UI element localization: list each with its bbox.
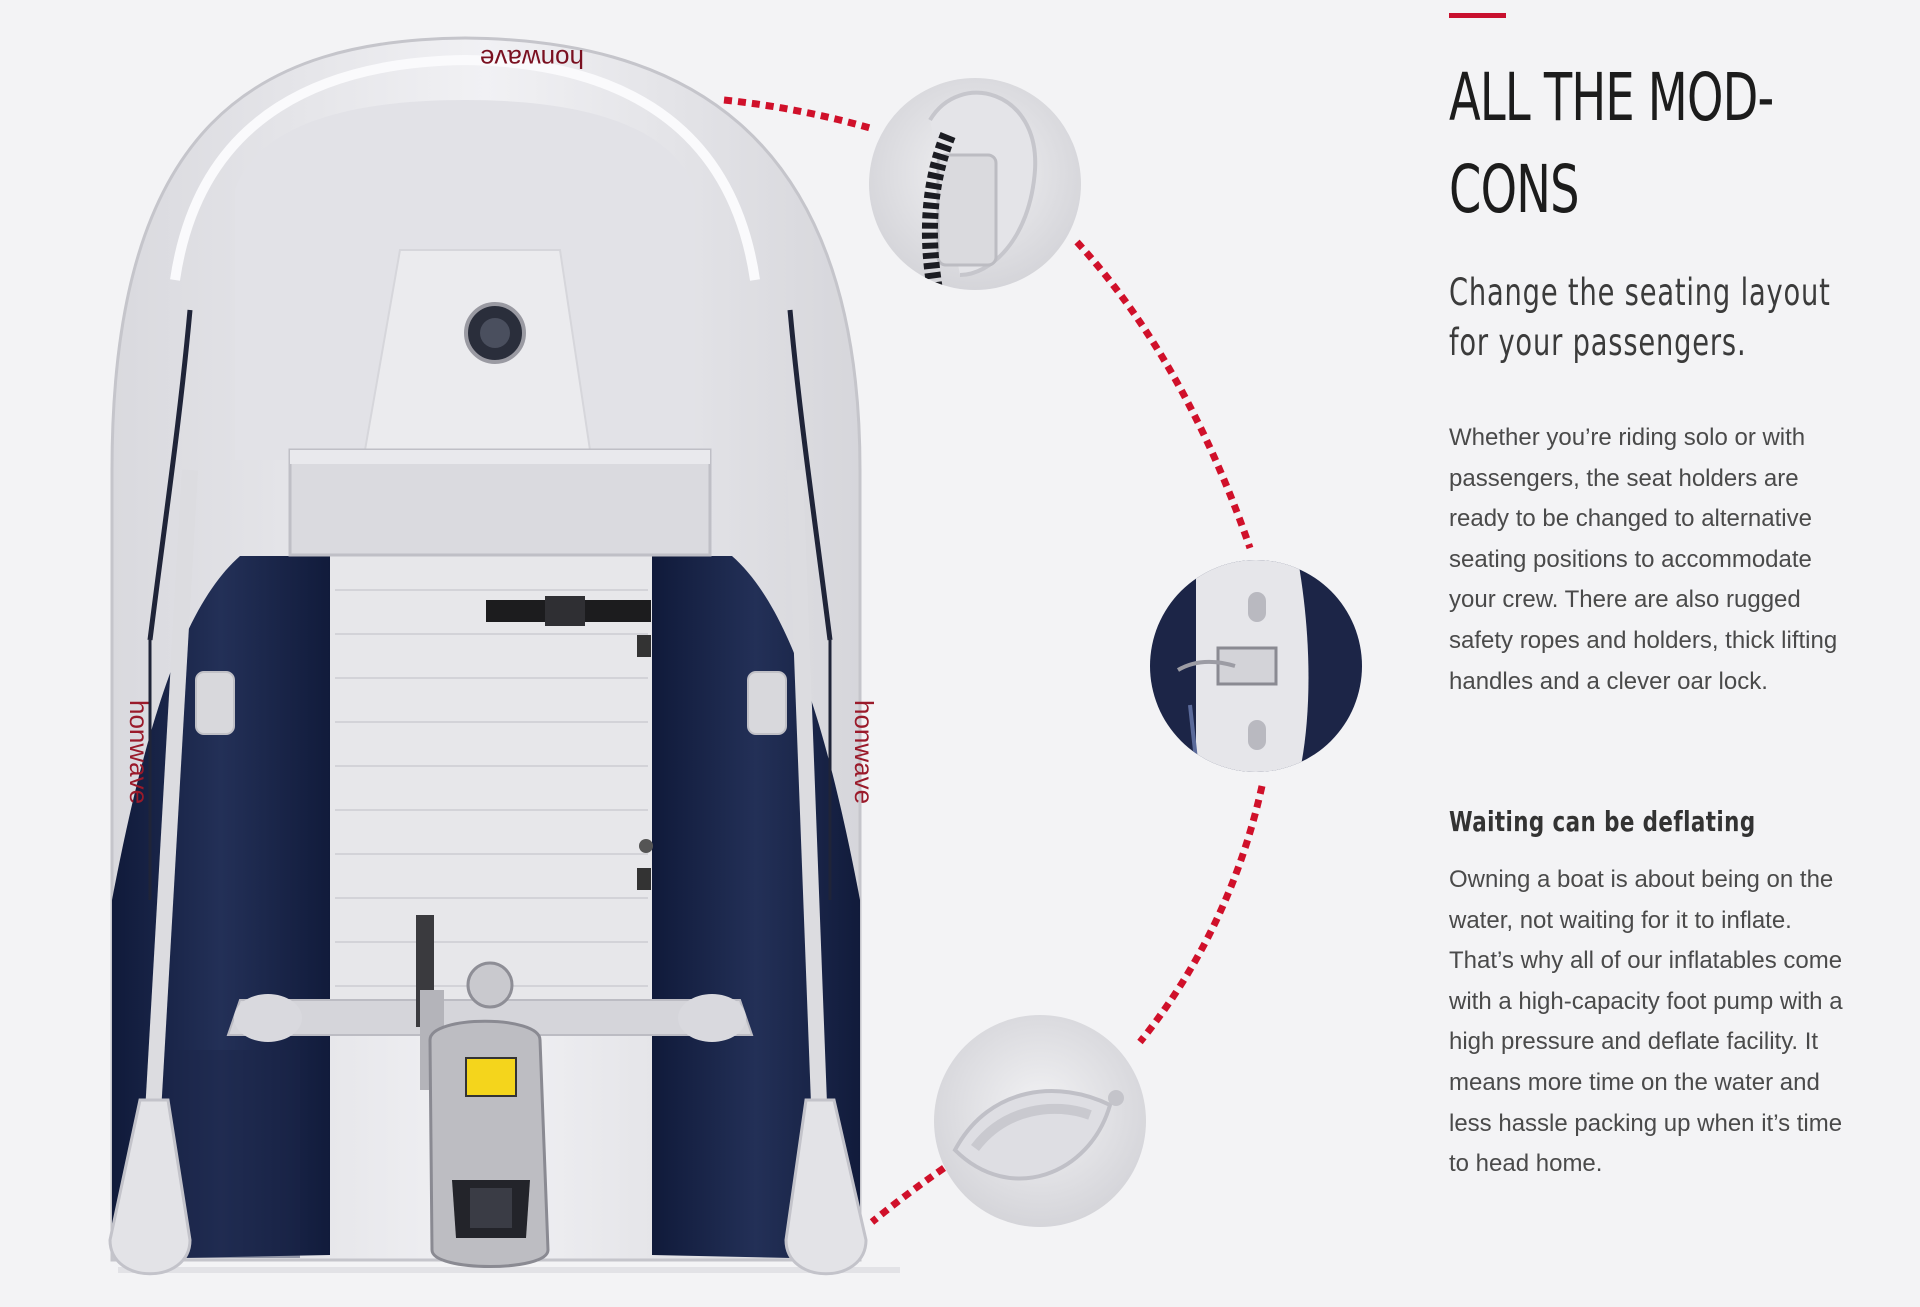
subsection-paragraph: Owning a boat is about being on the wate… — [1449, 866, 1843, 1178]
svg-text:honwave: honwave — [849, 700, 879, 804]
electric-outboard-motor — [416, 915, 550, 1268]
rope-holder-icon — [869, 78, 1081, 290]
oar-left — [108, 469, 198, 1276]
navy-tube-left — [112, 556, 330, 1258]
oar-right — [784, 469, 868, 1276]
connector-dotted-arc — [723, 96, 1266, 1225]
intro-paragraph: Whether you’re riding solo or with passe… — [1449, 424, 1838, 695]
oar-lock-icon — [1150, 560, 1362, 772]
boat-floor — [330, 540, 652, 1030]
section-heading: ALL THE MOD-CONS — [1449, 59, 1774, 228]
section-subheading: Change the seating layout for your passe… — [1449, 271, 1831, 364]
seat-bench — [288, 448, 712, 557]
lifting-handle-icon — [934, 1015, 1146, 1227]
svg-text:honwave: honwave — [480, 44, 584, 74]
accent-bar — [1449, 13, 1506, 18]
subsection-title: Waiting can be deflating — [1449, 805, 1756, 838]
